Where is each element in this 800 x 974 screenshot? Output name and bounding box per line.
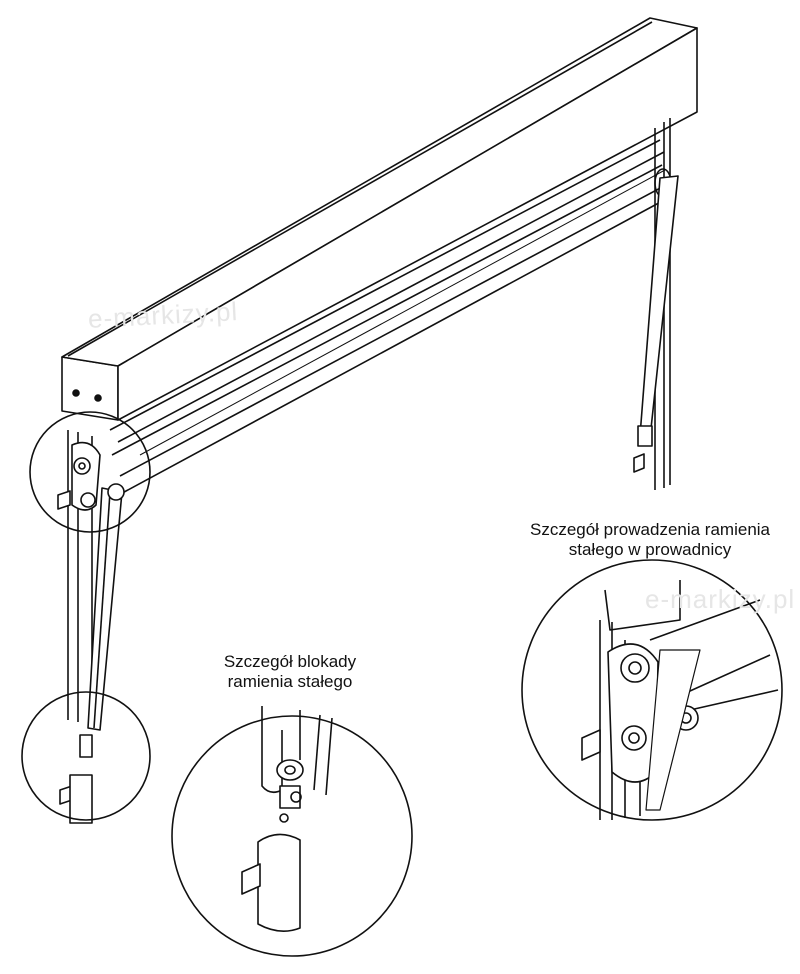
guide-detail-view <box>521 559 783 821</box>
right-guide <box>633 118 679 490</box>
caption-line: stałego w prowadnicy <box>568 540 732 559</box>
caption-line: ramienia stałego <box>227 672 353 691</box>
cassette-box <box>61 17 698 421</box>
detail-circle-guide-marker <box>29 411 151 533</box>
lock-detail-view <box>171 706 413 957</box>
caption-line: Szczegół prowadzenia ramienia <box>529 520 771 539</box>
watermark: e-markizy.pl <box>645 584 796 614</box>
left-guide <box>57 430 125 824</box>
caption-line: Szczegół blokady <box>223 652 357 671</box>
lock-detail-caption: Szczegół blokady ramienia stałego <box>200 652 380 692</box>
rollers <box>109 139 672 498</box>
guide-detail-caption: Szczegół prowadzenia ramienia stałego w … <box>500 520 800 560</box>
detail-circle-lock-marker <box>21 691 151 821</box>
